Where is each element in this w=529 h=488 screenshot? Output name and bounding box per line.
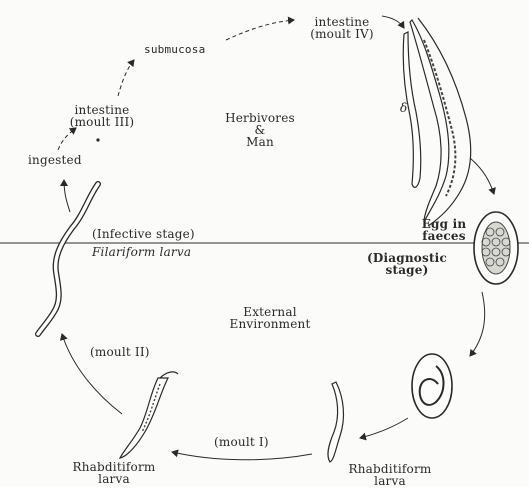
- label-infective-stage: (Infective stage): [92, 228, 195, 240]
- label-moult1: (moult I): [214, 436, 269, 448]
- label-ingested: ingested: [28, 154, 82, 166]
- label-moult2: (moult II): [90, 346, 150, 358]
- label-intestine-moult3: intestine (moult III): [52, 104, 152, 128]
- label-rhabditiform-right: Rhabditiform larva: [342, 463, 438, 487]
- host-line3: Man: [200, 136, 320, 148]
- rhabditiform-larva-left: [120, 378, 168, 458]
- label-intestine-moult4: intestine (moult IV): [292, 16, 392, 40]
- arrow-egg-to-hatching: [470, 292, 485, 356]
- rhabditiform-larva-right: [328, 382, 344, 462]
- arrow-adult-to-egg: [470, 158, 494, 194]
- rhabditiform-right-line2: larva: [342, 475, 438, 487]
- label-external-environment: External Environment: [210, 306, 330, 330]
- arrow-moult3-to-submucosa: [118, 60, 134, 96]
- intestine-moult4-line2: (moult IV): [292, 28, 392, 40]
- diagnostic-line2: stage): [362, 264, 452, 276]
- label-rhabditiform-left: Rhabditiform larva: [66, 461, 162, 485]
- label-filariform-larva: Filariform larva: [92, 246, 191, 258]
- arrow-hatching-to-rhabditiform: [360, 418, 408, 438]
- adult-male-marker: δ: [400, 102, 407, 114]
- rhabditiform-larva-left-tail: [160, 372, 178, 378]
- label-submucosa: submucosa: [144, 44, 205, 56]
- label-diagnostic-stage: (Diagnostic stage): [362, 252, 452, 276]
- intestine-moult3-line2: (moult III): [52, 116, 152, 128]
- rhabditiform-left-line2: larva: [66, 473, 162, 485]
- arrow-ingested-to-moult3: [58, 128, 76, 150]
- ingestion-dot: [96, 138, 99, 141]
- arrow-submucosa-to-intestine: [226, 20, 294, 40]
- arrow-moult1: [172, 452, 312, 460]
- hatching-egg-icon: [412, 354, 452, 418]
- arrow-filariform-to-ingested: [64, 180, 70, 212]
- label-host: Herbivores & Man: [200, 112, 320, 148]
- label-egg-in-faeces: Egg in faeces: [404, 218, 484, 242]
- external-line2: Environment: [210, 318, 330, 330]
- egg-line2: faeces: [404, 230, 484, 242]
